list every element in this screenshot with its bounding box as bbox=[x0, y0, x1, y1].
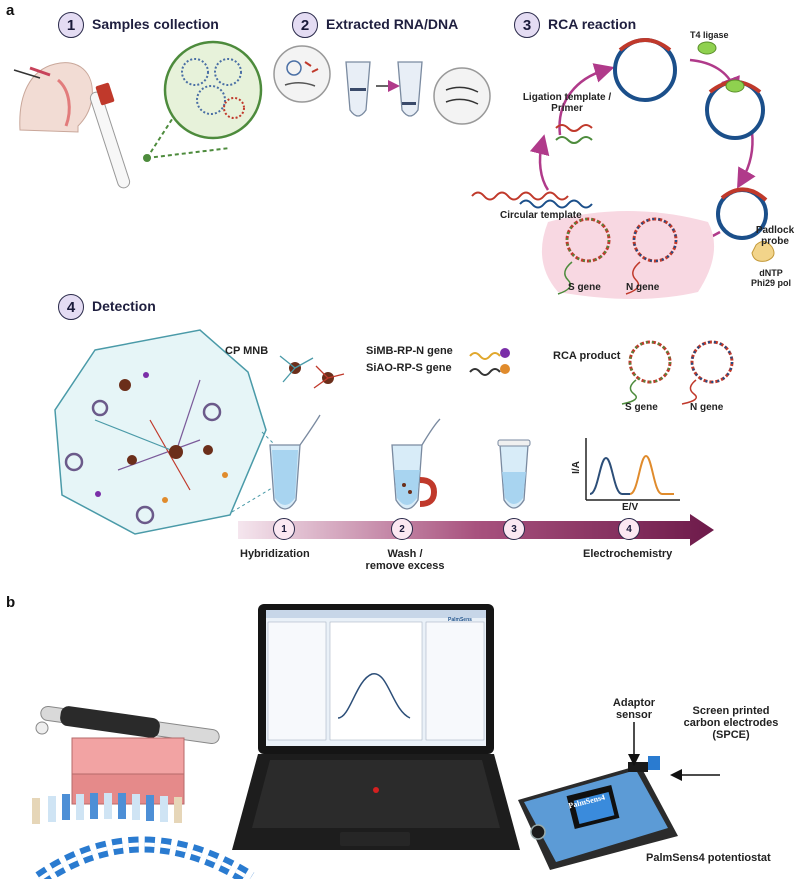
stage-hybridization: Hybridization bbox=[240, 548, 310, 560]
stage-electrochemistry: Electrochemistry bbox=[583, 548, 673, 560]
spce-label: Screen printed carbon electrodes (SPCE) bbox=[683, 705, 779, 741]
tube-3 bbox=[497, 439, 531, 509]
step-3-circle: 3 bbox=[514, 12, 540, 38]
step-1-circle: 1 bbox=[58, 12, 84, 38]
step-2-title: Extracted RNA/DNA bbox=[326, 16, 459, 32]
laptop-brand-text: PalmSens bbox=[448, 617, 472, 623]
patient-head-icon bbox=[13, 62, 93, 133]
panel-b-letter: b bbox=[6, 594, 16, 611]
simb-label: SiMB-RP-N gene bbox=[366, 345, 453, 357]
tube-2-magnet bbox=[391, 418, 441, 510]
palmsens-device-icon bbox=[518, 756, 678, 870]
arrow-step-3: 3 bbox=[503, 518, 525, 540]
step-2-circle: 2 bbox=[292, 12, 318, 38]
tube-1 bbox=[269, 414, 321, 510]
detection-n-gene-label: N gene bbox=[690, 402, 724, 413]
step-4-circle: 4 bbox=[58, 294, 84, 320]
rca-product-icon bbox=[621, 340, 734, 405]
siao-label: SiAO-RP-S gene bbox=[366, 362, 452, 374]
process-arrow bbox=[238, 514, 714, 546]
rca-cycle-diagram bbox=[471, 38, 775, 299]
pipette-icon bbox=[35, 705, 220, 745]
arrow-step-2: 2 bbox=[391, 518, 413, 540]
sample-tubes-row bbox=[32, 793, 182, 824]
panel-a-letter: a bbox=[6, 2, 15, 19]
probe-icons bbox=[469, 348, 510, 376]
rca-n-gene-label: N gene bbox=[626, 282, 660, 293]
cp-mnb-label: CP MNB bbox=[225, 345, 269, 357]
step-4-title: Detection bbox=[92, 298, 156, 314]
device-label: PalmSens4 potentiostat bbox=[646, 852, 771, 864]
swab-tube-icon bbox=[89, 82, 131, 189]
ligation-template-label: Ligation template / Primer bbox=[522, 92, 612, 114]
arrow-step-4: 4 bbox=[618, 518, 640, 540]
step-3-title: RCA reaction bbox=[548, 16, 637, 32]
x-axis-label: E/V bbox=[622, 502, 639, 513]
laptop-icon bbox=[232, 604, 520, 850]
voltammogram-plot bbox=[585, 438, 680, 501]
extraction-icon bbox=[273, 45, 491, 125]
panel-a-artwork bbox=[13, 38, 775, 546]
detection-s-gene-label: S gene bbox=[625, 402, 658, 413]
spce-electrodes-fan bbox=[35, 836, 255, 879]
dntp-label: dNTP Phi29 pol bbox=[750, 268, 791, 288]
padlock-probe-label: Padlock probe bbox=[755, 225, 795, 247]
panel-b-photo bbox=[32, 604, 720, 879]
step-1-title: Samples collection bbox=[92, 16, 219, 32]
virus-magnifier-icon bbox=[163, 40, 263, 140]
t4-ligase-label: T4 ligase bbox=[690, 30, 729, 40]
detection-octagon bbox=[54, 329, 283, 535]
cp-mnb-icon bbox=[279, 355, 345, 389]
circular-template-label: Circular template bbox=[500, 210, 582, 221]
rca-product-label: RCA product bbox=[553, 350, 621, 362]
arrow-step-1: 1 bbox=[273, 518, 295, 540]
tip-rack bbox=[71, 737, 185, 805]
y-axis-label: I/A bbox=[570, 461, 582, 474]
rca-s-gene-label: S gene bbox=[568, 282, 601, 293]
stage-wash: Wash / remove excess bbox=[365, 548, 445, 572]
adaptor-sensor-label: Adaptor sensor bbox=[612, 697, 656, 721]
